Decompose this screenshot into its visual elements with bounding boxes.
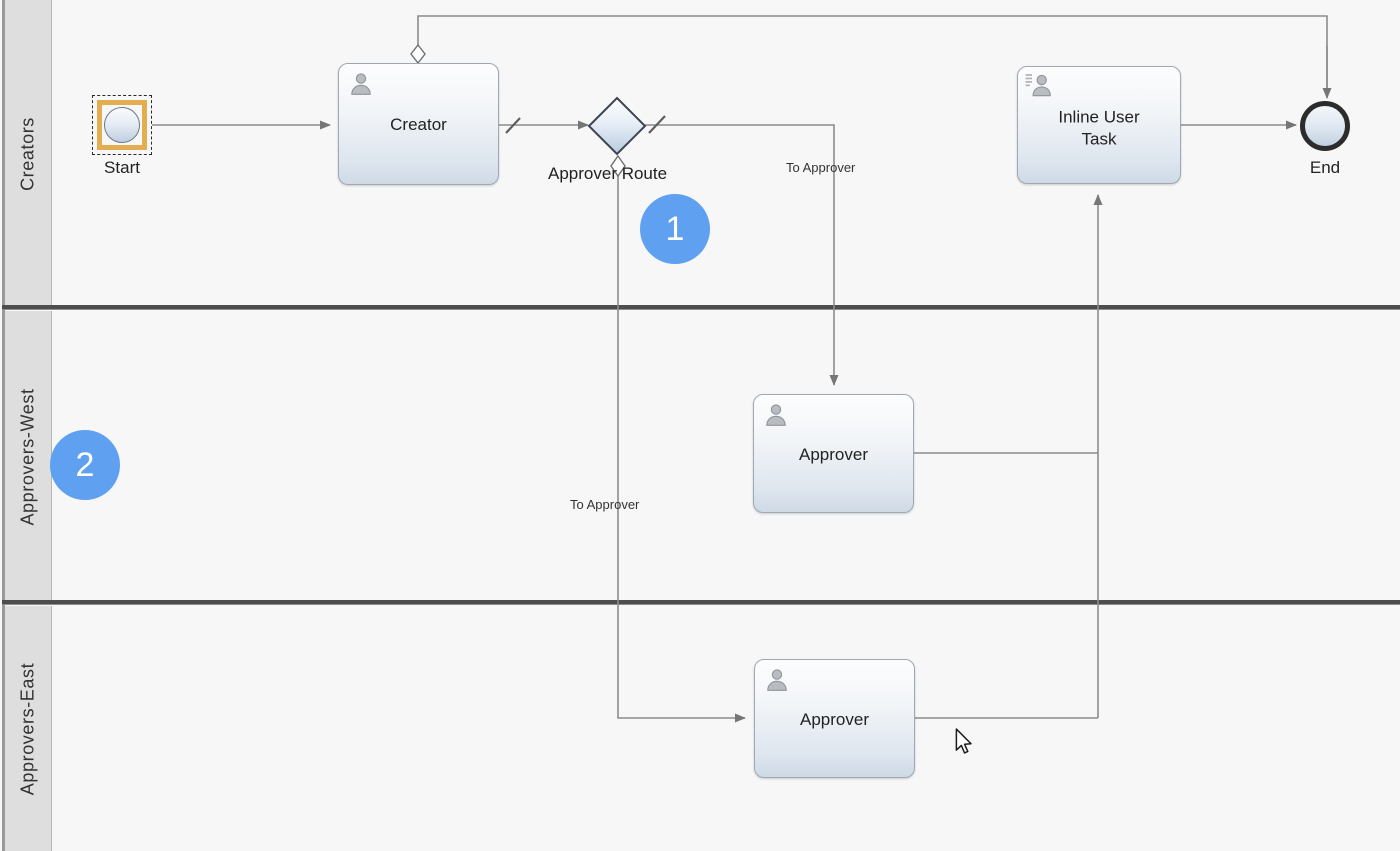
annotation-badge-1: 1	[640, 194, 710, 264]
end-event-label: End	[1309, 158, 1341, 177]
task-inline-user-task[interactable]: Inline User Task	[1017, 66, 1181, 184]
task-inline-user-task-label: Inline User Task	[1024, 107, 1174, 150]
selection-frame	[97, 100, 147, 150]
lane-header-creators[interactable]: Creators	[5, 0, 52, 307]
lane-header-approvers-east[interactable]: Approvers-East	[5, 606, 52, 851]
task-creator-label: Creator	[390, 114, 447, 134]
flow-label-to-approver-east: To Approver	[570, 497, 640, 512]
lane-creators[interactable]: Creators	[5, 0, 1400, 307]
start-event-label: Start	[104, 158, 140, 177]
lane-label-approvers-west: Approvers-West	[17, 387, 38, 526]
task-approver-west-label: Approver	[799, 444, 868, 464]
user-icon	[351, 73, 371, 95]
lane-approvers-east[interactable]: Approvers-East	[5, 606, 1400, 851]
task-approver-east-label: Approver	[800, 709, 869, 729]
lane-divider-1	[2, 305, 1400, 309]
lane-label-approvers-east: Approvers-East	[17, 662, 38, 795]
inline-user-task-label-line1: Inline User	[1058, 107, 1140, 127]
annotation-badge-2-text: 2	[75, 446, 95, 484]
user-icon	[766, 404, 786, 426]
inline-user-task-label-line2: Task	[1081, 129, 1117, 149]
lane-divider-2	[2, 600, 1400, 604]
annotation-badge-2: 2	[50, 430, 120, 500]
start-event-circle	[104, 107, 140, 143]
annotation-badge-1-text: 1	[665, 210, 685, 248]
start-event[interactable]	[92, 95, 152, 155]
lane-header-approvers-west[interactable]: Approvers-West	[5, 311, 52, 602]
lane-approvers-west[interactable]: Approvers-West	[5, 311, 1400, 602]
task-approver-east[interactable]: Approver	[754, 659, 915, 778]
end-event[interactable]	[1300, 101, 1350, 151]
inline-user-task-icon	[1025, 74, 1051, 97]
gateway-approver-route-label: Approver Route	[548, 164, 668, 183]
task-creator[interactable]: Creator	[338, 63, 499, 185]
selection-outline	[92, 95, 152, 155]
pool-left-border	[2, 0, 5, 851]
flow-label-to-approver-west: To Approver	[786, 160, 856, 175]
lane-label-creators: Creators	[17, 116, 38, 191]
user-icon	[767, 669, 787, 691]
task-approver-west[interactable]: Approver	[753, 394, 914, 513]
